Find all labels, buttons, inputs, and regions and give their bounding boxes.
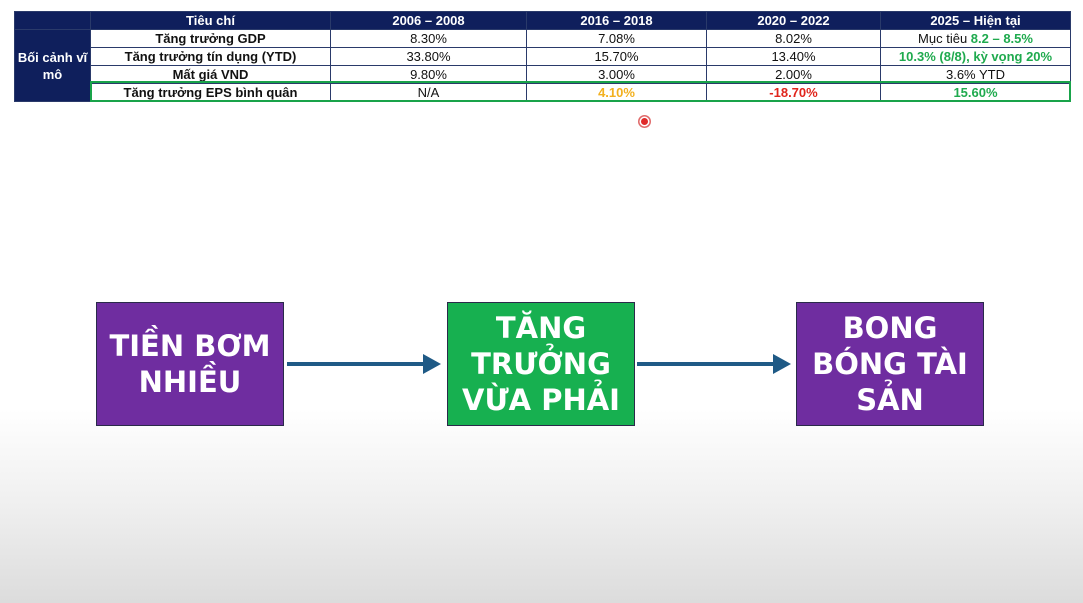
row-criterion: Mất giá VND [90, 65, 331, 84]
header-corner [14, 11, 91, 30]
flow-box-label: TIỀN BƠM NHIỀU [109, 329, 271, 399]
cell-2006: 8.30% [330, 29, 527, 48]
cell-2020: 8.02% [706, 29, 881, 48]
flow-box-label: TĂNG TRƯỞNG VỪA PHẢI [462, 311, 620, 417]
table-row: Mất giá VND 9.80% 3.00% 2.00% 3.6% YTD [15, 65, 1071, 84]
cell-2016: 4.10% [526, 83, 707, 102]
table-row: Tăng trưởng tín dụng (YTD) 33.80% 15.70%… [15, 47, 1071, 66]
cell-2006: 9.80% [330, 65, 527, 84]
table-row: Bối cảnh vĩ mô Tăng trưởng GDP 8.30% 7.0… [14, 29, 1071, 102]
flow-box-asset-bubble: BONG BÓNG TÀI SẢN [796, 302, 984, 426]
cell-2020: -18.70% [706, 83, 881, 102]
table-header-row: Tiêu chí 2006 – 2008 2016 – 2018 2020 – … [14, 11, 1071, 30]
table-row-eps: Tăng trưởng EPS bình quân N/A 4.10% -18.… [15, 83, 1071, 102]
flow-box-moderate-growth: TĂNG TRƯỞNG VỪA PHẢI [447, 302, 635, 426]
cell-2025: 3.6% YTD [880, 65, 1071, 84]
header-2016-2018: 2016 – 2018 [526, 11, 707, 30]
cell-2006: N/A [330, 83, 527, 102]
row-criterion: Tăng trưởng EPS bình quân [90, 83, 331, 102]
flow-box-money-pumping: TIỀN BƠM NHIỀU [96, 302, 284, 426]
header-criterion: Tiêu chí [90, 11, 331, 30]
cell-2006: 33.80% [330, 47, 527, 66]
group-label-macro: Bối cảnh vĩ mô [14, 29, 91, 102]
header-2020-2022: 2020 – 2022 [706, 11, 881, 30]
row-criterion: Tăng trưởng GDP [90, 29, 331, 48]
flow-box-label: BONG BÓNG TÀI SẢN [812, 311, 968, 417]
arrow-right-icon [287, 354, 441, 374]
cell-2020: 2.00% [706, 65, 881, 84]
cell-2025-prefix: Mục tiêu [918, 31, 971, 46]
cell-2025: 15.60% [880, 83, 1071, 102]
cell-2025: 10.3% (8/8), kỳ vọng 20% [880, 47, 1071, 66]
macro-table: Tiêu chí 2006 – 2008 2016 – 2018 2020 – … [14, 11, 1071, 102]
laser-pointer-dot [641, 118, 648, 125]
cell-2016: 15.70% [526, 47, 707, 66]
header-2006-2008: 2006 – 2008 [330, 11, 527, 30]
arrow-right-icon [637, 354, 791, 374]
cell-2020: 13.40% [706, 47, 881, 66]
row-criterion: Tăng trưởng tín dụng (YTD) [90, 47, 331, 66]
cell-2025-value: 8.2 – 8.5% [970, 31, 1033, 46]
cell-2025: Mục tiêu 8.2 – 8.5% [880, 29, 1071, 48]
cell-2016: 3.00% [526, 65, 707, 84]
cell-2016: 7.08% [526, 29, 707, 48]
header-2025-now: 2025 – Hiện tại [880, 11, 1071, 30]
